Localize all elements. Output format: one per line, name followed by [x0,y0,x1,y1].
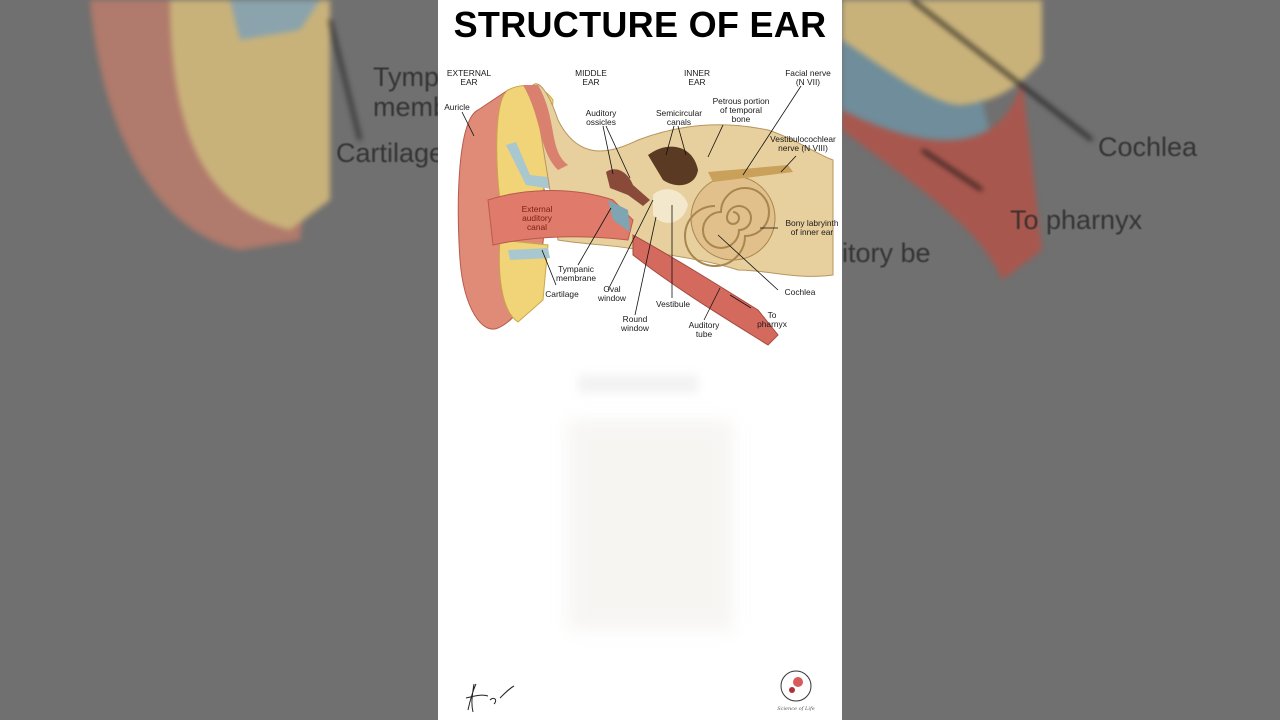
background-ear-image [90,0,362,250]
background-right: Cochlea To pharnyx itory be [842,0,1280,720]
background-label: itory be [842,238,931,268]
ear-canal [487,85,634,246]
label-to-pharynx: To pharnyx [757,310,787,329]
ossicles-shape [606,169,650,206]
label-round-window: Round window [621,314,649,333]
content-panel: STRUCTURE OF EAR [438,0,842,720]
vestibule-shape [653,189,688,223]
background-label: Cartilage [336,138,438,168]
label-semicircular-canals: Semicircular canals [655,108,703,127]
signature-graphic [465,683,515,713]
label-auditory-ossicles: Auditory ossicles [585,108,617,127]
background-label: Cochlea [1098,132,1198,162]
label-middle-ear: MIDDLE EAR [575,68,607,87]
background-label: To pharnyx [1010,205,1143,235]
background-label: Tymp memb [373,62,438,122]
label-external-auditory-canal: External auditory canal [521,204,553,232]
label-facial-nerve: Facial nerve (N VII) [785,68,831,87]
label-tympanic-membrane: Tympanic membrane [555,264,597,283]
nerve-shape [708,165,793,182]
page-title: STRUCTURE OF EAR [453,4,827,45]
ear-diagram [457,83,834,346]
signature-watermark [460,680,520,718]
label-petrous-portion: Petrous portion of temporal bone [712,96,770,124]
label-bony-labyrinth: Bony labryinth of inner ear [785,218,839,237]
label-external-ear: EXTERNAL EAR [446,68,492,87]
label-vestibule: Vestibule [656,299,690,309]
label-cochlea: Cochlea [784,287,816,297]
label-cartilage: Cartilage [545,289,579,299]
logo-icon: Science of Life [777,670,815,712]
leader-lines [461,85,802,321]
background-ear-image [842,0,1093,280]
label-auricle: Auricle [444,102,470,112]
auditory-tube-shape [632,234,779,346]
faded-content [568,420,733,630]
tympanic-membrane-shape [608,200,630,232]
semicircular-canals-shape [648,146,698,186]
cochlea-shape [684,175,776,267]
label-vestibulocochlear-nerve: Vestibulocochlear nerve (N VIII) [770,134,836,153]
label-auditory-tube: Auditory tube [688,320,720,339]
background-left: Tymp memb Cartilage [0,0,438,720]
svg-text:Science of Life: Science of Life [777,706,815,712]
faded-content [578,375,698,393]
label-inner-ear: INNER EAR [683,68,711,87]
label-oval-window: Oval window [598,284,626,303]
